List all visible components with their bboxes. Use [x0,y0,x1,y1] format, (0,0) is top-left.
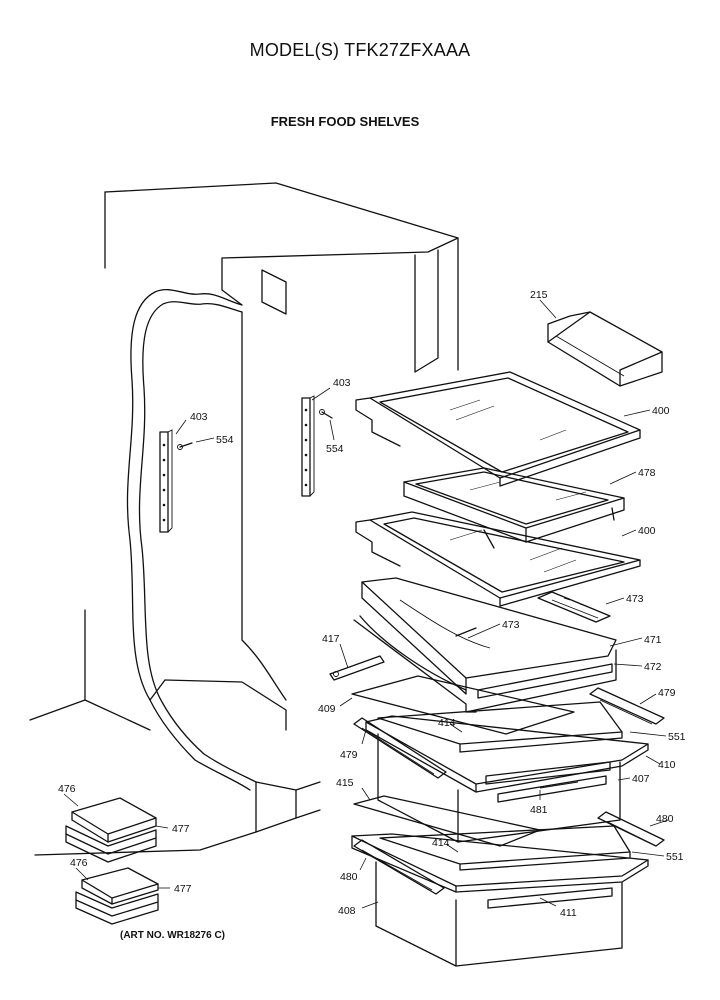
label-480-right: 480 [656,813,674,825]
label-472: 472 [644,661,662,673]
crisper-cover-409 [351,675,575,735]
label-554-right: 554 [326,443,344,455]
drawer-support-417 [329,655,385,681]
pan-cover-414-upper [377,701,623,753]
dairy-bin-215 [547,311,663,387]
slide-rail-479-left [353,717,447,779]
label-551-upper: 551 [668,731,686,743]
label-478: 478 [638,467,656,479]
slide-rail-480-left [353,839,445,895]
egg-tray-set-upper [65,797,157,863]
label-480-left: 480 [340,871,358,883]
vegetable-pan-frame-408 [351,833,649,893]
label-410: 410 [658,759,676,771]
label-551-lower: 551 [666,851,684,863]
glass-shelf-400-upper [355,371,641,487]
label-554-left: 554 [216,434,234,446]
vegetable-pan-411 [375,861,623,967]
label-473-center: 473 [502,619,520,631]
label-479-left: 479 [340,749,358,761]
label-477-lower: 477 [174,883,192,895]
label-414-lower: 414 [432,837,450,849]
label-409: 409 [318,703,336,715]
label-477-upper: 477 [172,823,190,835]
pan-cover-414-lower [379,825,631,871]
shelf-screw-left [177,442,193,450]
label-471: 471 [644,634,662,646]
glass-shelf-400-lower [355,511,641,607]
label-481: 481 [530,804,548,816]
label-400-upper: 400 [652,405,670,417]
label-415: 415 [336,777,354,789]
art-number: (ART NO. WR18276 C) [120,930,226,941]
slide-rail-479-right [589,687,665,725]
meat-pan-frame-410 [365,715,649,793]
label-411: 411 [560,907,577,919]
label-479-right: 479 [658,687,676,699]
egg-tray-set-lower [75,867,159,925]
label-407: 407 [632,773,650,785]
label-403-left: 403 [190,411,208,423]
label-476-lower: 476 [70,857,88,869]
shelf-screw-right [319,409,333,419]
slide-rail-480-right [597,811,665,847]
cabinet-liner [29,182,459,856]
slide-rail-473-right [537,591,611,623]
shelf-ladder-right [301,395,315,497]
label-408: 408 [338,905,356,917]
label-215: 215 [530,289,548,301]
shelf-ladder-left [159,429,173,533]
label-403-right: 403 [333,377,351,389]
label-400-lower: 400 [638,525,656,537]
model-title: MODEL(S) TFK27ZFXAAA [249,40,471,60]
section-title: FRESH FOOD SHELVES [270,114,420,129]
label-417: 417 [322,633,340,645]
label-473-right: 473 [626,593,644,605]
label-414-upper: 414 [438,717,456,729]
label-476-upper: 476 [58,783,76,795]
leader-lines [63,299,669,909]
part-labels: 215 400 403 403 554 554 478 400 473 473 … [58,289,686,919]
shelf-frame-478 [403,467,625,549]
